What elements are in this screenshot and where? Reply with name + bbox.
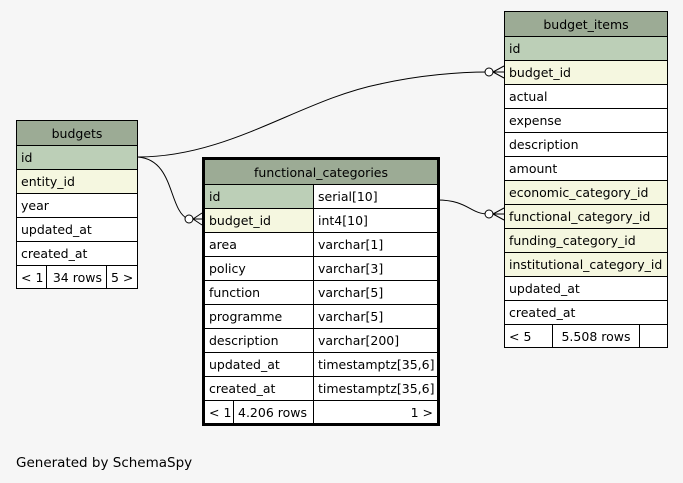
column-created-at-type: timestamptz[35,6] — [312, 376, 440, 401]
row-count: 4.206 rows — [233, 400, 314, 425]
column-expense[interactable]: expense — [503, 108, 669, 133]
column-created-at[interactable]: created_at — [503, 300, 669, 325]
column-actual[interactable]: actual — [503, 84, 669, 109]
edge-budget-items-to-budgets — [137, 71, 489, 158]
column-budget-id-type: int4[10] — [312, 208, 440, 233]
column-area[interactable]: area — [203, 232, 314, 257]
column-entity-id[interactable]: entity_id — [15, 169, 139, 194]
column-policy-type: varchar[3] — [312, 256, 440, 281]
budget-items-table[interactable]: budget_items id budget_id actual expense… — [503, 11, 669, 348]
column-created-at[interactable]: created_at — [203, 376, 314, 401]
table-title[interactable]: functional_categories — [202, 158, 440, 185]
column-id-type: serial[10] — [312, 184, 440, 209]
parents-count: < 1 — [203, 400, 234, 425]
row-count: 5.508 rows — [552, 324, 640, 348]
column-updated-at[interactable]: updated_at — [503, 276, 669, 301]
column-area-type: varchar[1] — [312, 232, 440, 257]
column-created-at[interactable]: created_at — [15, 241, 139, 266]
column-programme-type: varchar[5] — [312, 304, 440, 329]
functional-categories-table[interactable]: functional_categories id serial[10] budg… — [202, 157, 441, 426]
parents-count: < 5 — [504, 324, 553, 348]
column-amount[interactable]: amount — [503, 156, 669, 181]
column-function-type: varchar[5] — [312, 280, 440, 305]
column-description[interactable]: description — [503, 132, 669, 157]
column-id[interactable]: id — [503, 36, 669, 61]
column-id[interactable]: id — [203, 184, 314, 209]
column-updated-at[interactable]: updated_at — [203, 352, 314, 377]
column-updated-at[interactable]: updated_at — [15, 217, 139, 242]
children-count — [638, 324, 669, 348]
column-budget-id[interactable]: budget_id — [503, 60, 669, 85]
column-description-type: varchar[200] — [312, 328, 440, 353]
crowfoot-budget-items-functional-category-id — [484, 207, 505, 221]
column-funding-category-id[interactable]: funding_category_id — [503, 228, 669, 253]
column-id[interactable]: id — [15, 145, 139, 170]
column-function[interactable]: function — [203, 280, 314, 305]
row-count: 34 rows — [46, 265, 107, 289]
crowfoot-budget-items-budget-id — [484, 65, 505, 79]
column-description[interactable]: description — [203, 328, 314, 353]
children-count: 5 > — [105, 265, 139, 289]
children-count: 1 > — [312, 400, 440, 425]
column-updated-at-type: timestamptz[35,6] — [312, 352, 440, 377]
generated-by-label: Generated by SchemaSpy — [16, 455, 193, 471]
column-year[interactable]: year — [15, 193, 139, 218]
column-institutional-category-id[interactable]: institutional_category_id — [503, 252, 669, 277]
crowfoot-functional-categories-budget-id — [184, 212, 203, 226]
edge-budget-items-to-functional-categories — [436, 199, 489, 215]
column-economic-category-id[interactable]: economic_category_id — [503, 180, 669, 205]
edge-functional-categories-to-budgets — [137, 156, 189, 220]
column-policy[interactable]: policy — [203, 256, 314, 281]
column-programme[interactable]: programme — [203, 304, 314, 329]
table-title[interactable]: budgets — [15, 120, 139, 146]
parents-count: < 1 — [16, 265, 47, 289]
table-title[interactable]: budget_items — [503, 11, 669, 37]
budgets-table[interactable]: budgets id entity_id year updated_at cre… — [15, 120, 139, 289]
column-budget-id[interactable]: budget_id — [203, 208, 314, 233]
column-functional-category-id[interactable]: functional_category_id — [503, 204, 669, 229]
